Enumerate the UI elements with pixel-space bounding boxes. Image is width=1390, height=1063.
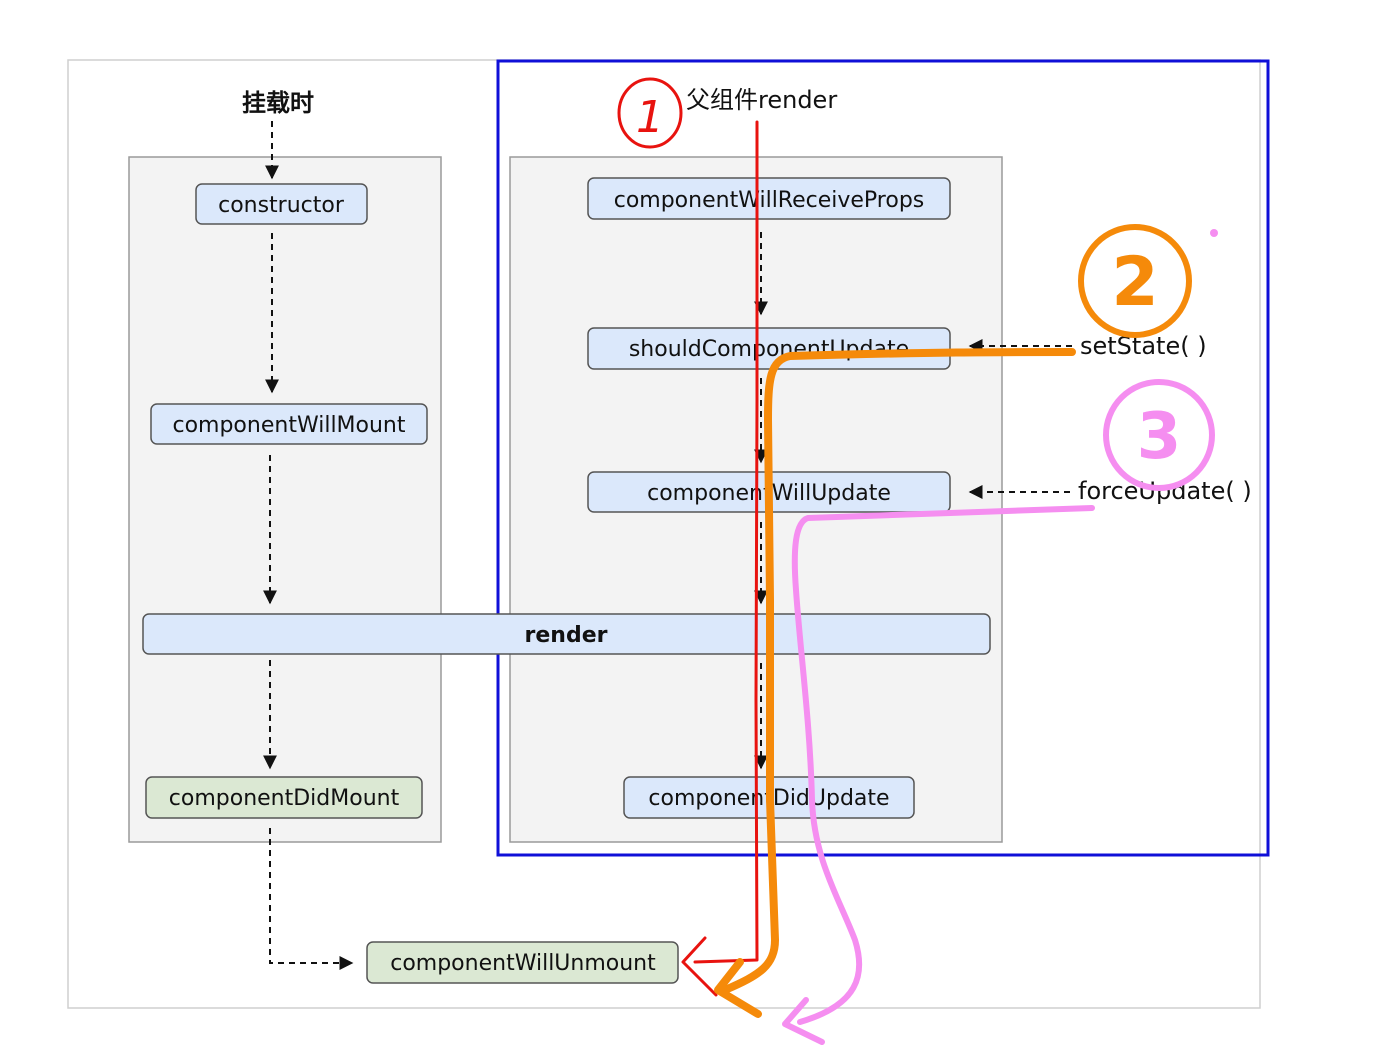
mount-panel <box>128 156 442 843</box>
update-arrows <box>754 232 1072 770</box>
node-componentWillReceiveProps: componentWillReceiveProps <box>587 177 951 220</box>
node-componentWillUnmount-label: componentWillUnmount <box>390 951 656 976</box>
path2-badge: 2 <box>1078 224 1192 338</box>
path2-orange-annotation <box>714 348 1076 1018</box>
node-componentWillUnmount: componentWillUnmount <box>366 941 679 984</box>
path3-pink-annotation <box>782 505 1095 1045</box>
forceupdate-label: forceUpdate( ) <box>1078 477 1252 505</box>
node-render-label: render <box>525 623 608 648</box>
node-componentWillMount: componentWillMount <box>150 403 428 445</box>
update-highlight-box <box>496 59 1270 857</box>
parent-render-label: 父组件render <box>686 86 837 114</box>
mount-arrows <box>263 121 354 970</box>
node-componentDidMount-label: componentDidMount <box>169 786 400 811</box>
node-constructor-label: constructor <box>218 193 345 218</box>
node-render: render <box>142 613 991 655</box>
node-shouldComponentUpdate: shouldComponentUpdate <box>587 327 951 370</box>
node-constructor: constructor <box>195 183 368 225</box>
node-componentWillMount-label: componentWillMount <box>172 413 405 438</box>
path3-badge: 3 <box>1103 379 1215 491</box>
node-componentWillReceiveProps-label: componentWillReceiveProps <box>614 188 925 213</box>
arrow-didmount-unmount <box>269 828 354 970</box>
path3-number: 3 <box>1137 400 1182 474</box>
pink-dot <box>1210 229 1218 237</box>
path1-number: 1 <box>636 92 664 143</box>
node-componentDidMount: componentDidMount <box>145 776 423 819</box>
path2-number: 2 <box>1111 243 1158 322</box>
mount-title: 挂载时 <box>242 89 314 117</box>
path1-badge: 1 <box>617 77 683 149</box>
node-shouldComponentUpdate-label: shouldComponentUpdate <box>629 337 909 362</box>
